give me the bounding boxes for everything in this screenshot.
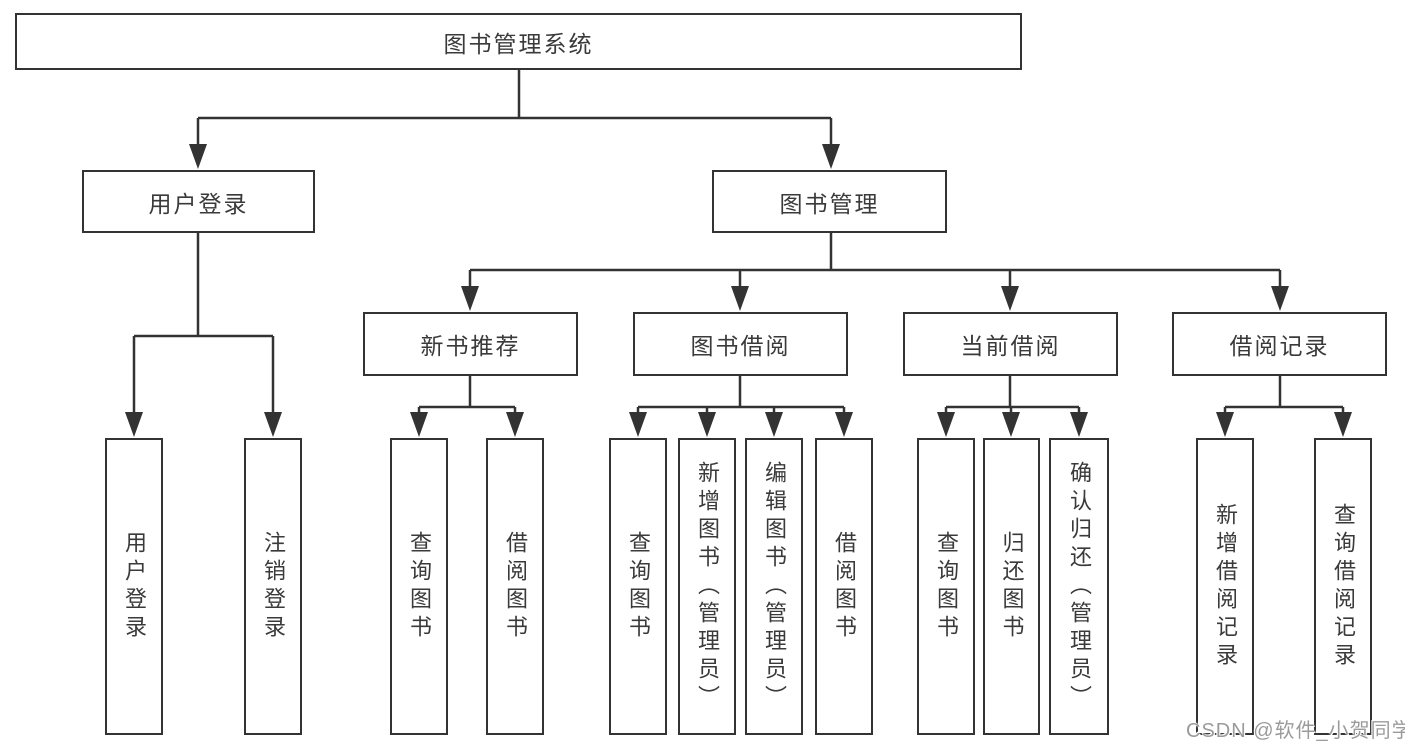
node-root-system: 图书管理系统 <box>15 13 1022 70</box>
node-current-borrowing: 当前借阅 <box>903 312 1118 376</box>
leaf-query-books-borrowing: 查询图书 <box>609 438 667 735</box>
leaf-user-login: 用户登录 <box>105 438 163 735</box>
leaf-query-books-recommend: 查询图书 <box>390 438 448 735</box>
leaf-borrow-books-borrowing: 借阅图书 <box>815 438 873 735</box>
leaf-borrow-books-recommend: 借阅图书 <box>486 438 544 735</box>
arrowheads <box>125 144 1352 437</box>
leaf-add-book-admin: 新增图书（管理员） <box>678 438 736 735</box>
node-new-book-recommend: 新书推荐 <box>363 312 578 376</box>
node-borrowing-records: 借阅记录 <box>1172 312 1387 376</box>
csdn-watermark: CSDN @软件_小贺同学 <box>1186 720 1405 742</box>
node-user-login: 用户登录 <box>82 170 315 233</box>
leaf-add-borrow-record: 新增借阅记录 <box>1196 438 1254 735</box>
leaf-query-books-current: 查询图书 <box>917 438 975 735</box>
leaf-logout: 注销登录 <box>244 438 302 735</box>
leaf-confirm-return-admin: 确认归还（管理员） <box>1049 438 1109 735</box>
leaf-edit-book-admin: 编辑图书（管理员） <box>745 438 803 735</box>
leaf-query-borrow-record: 查询借阅记录 <box>1314 438 1372 735</box>
node-book-management: 图书管理 <box>712 170 947 233</box>
leaf-return-books: 归还图书 <box>983 438 1040 735</box>
node-book-borrowing: 图书借阅 <box>633 312 848 376</box>
